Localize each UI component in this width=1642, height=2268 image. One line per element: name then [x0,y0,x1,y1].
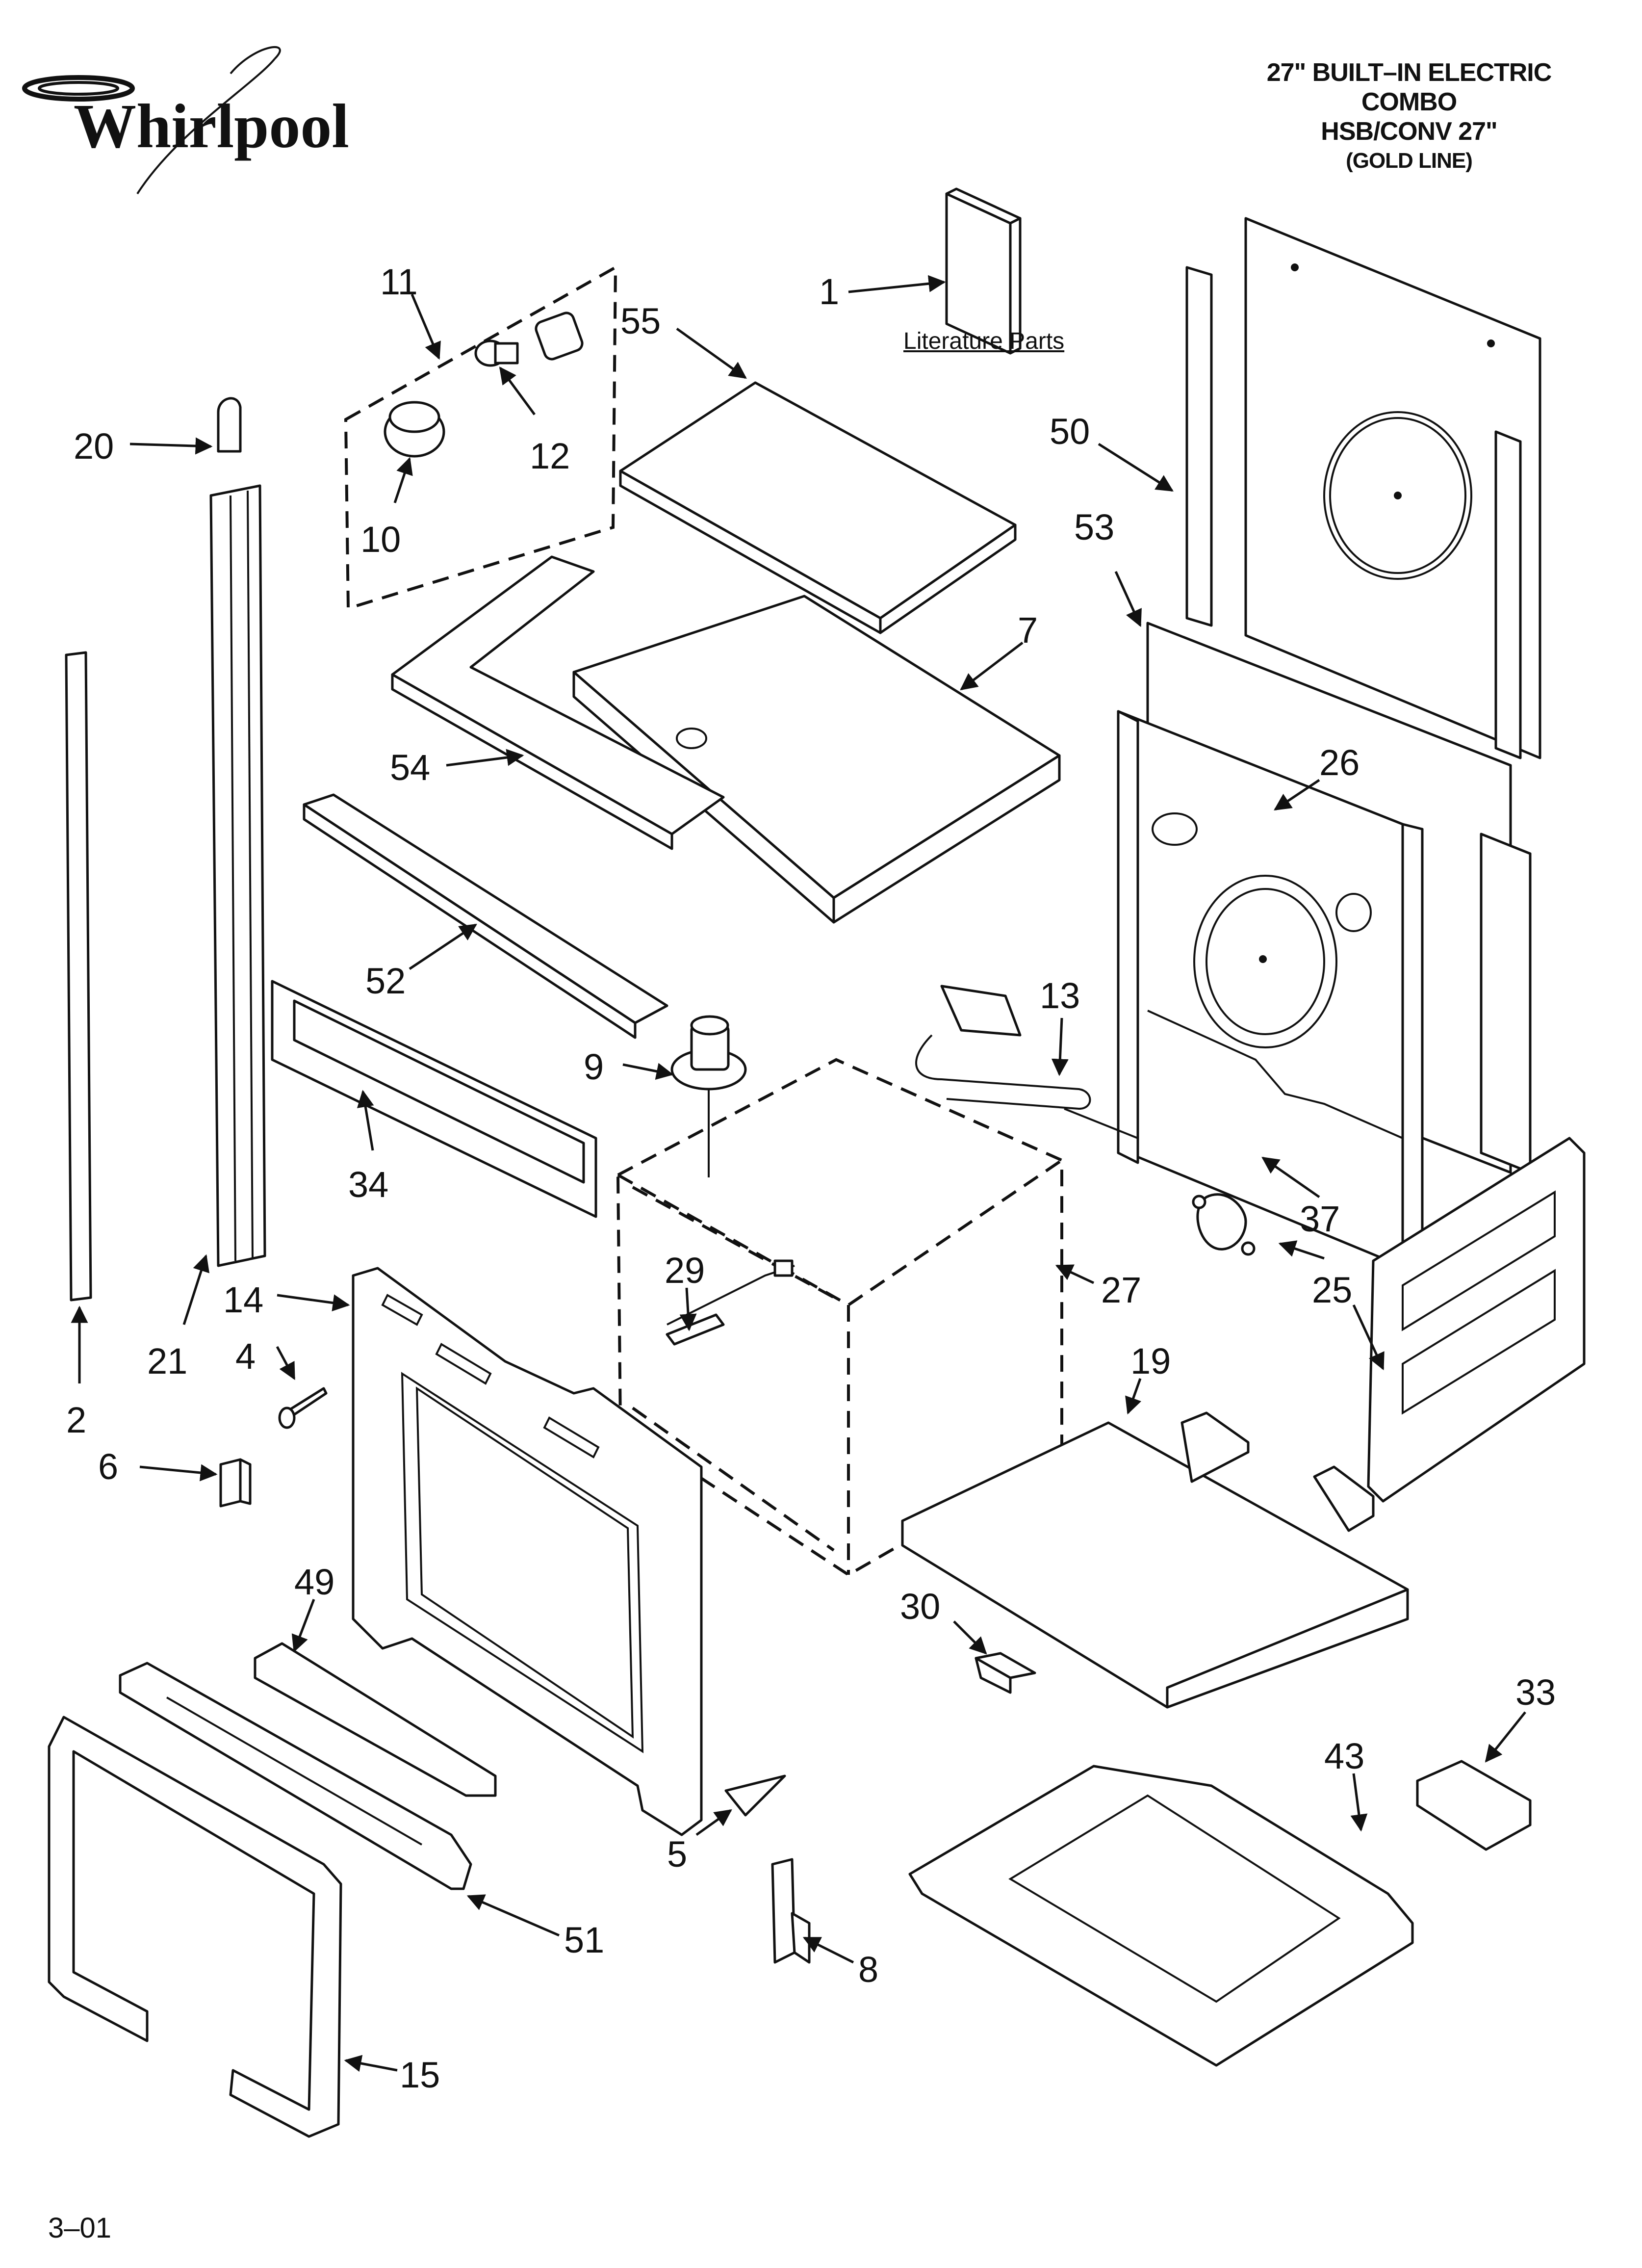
part-34-vent-grille [271,980,597,1218]
whirlpool-logo: Whirlpool [22,46,349,195]
part-52-vent-channel [303,793,668,1039]
callout-labels: 1 55 11 12 10 20 50 53 7 26 54 52 9 13 3… [66,261,1556,2095]
part-25-side-panel [1367,1137,1586,1503]
part-6-bracket [219,1458,252,1508]
callout-30: 30 [900,1586,940,1627]
header-line-4: (GOLD LINE) [1346,149,1473,173]
callout-10: 10 [360,519,401,560]
part-19-bottom-shield [901,1411,1409,1709]
part-54-front-insulation [391,555,725,850]
part-11-socket [535,312,584,361]
callout-27: 27 [1101,1270,1141,1310]
callout-12: 12 [530,436,570,476]
callout-1: 1 [819,271,839,312]
part-33-terminal-block [1416,1760,1532,1851]
header-line-1: 27" BUILT–IN ELECTRIC [1266,58,1552,87]
part-49-deflector [254,1642,497,1797]
part-14-front-frame [352,1267,703,1836]
callout-33: 33 [1515,1672,1556,1713]
callout-29: 29 [665,1250,705,1291]
part-4-screw [278,1387,328,1429]
part-15-door-gasket [48,1716,342,2138]
callout-13: 13 [1040,975,1080,1016]
part-9-thermostat [670,1015,747,1177]
brand-wordmark: Whirlpool [74,91,349,161]
callout-54: 54 [390,747,430,788]
part-2-vertical-trim [65,651,92,1302]
callout-11: 11 [380,261,418,302]
callout-15: 15 [400,2055,440,2095]
part-12-light-bulb [474,339,519,367]
callout-7: 7 [1018,610,1038,651]
callout-8: 8 [858,1949,878,1990]
part-13-thermal-fuse [915,985,1138,1139]
callout-6: 6 [98,1446,118,1487]
part-5-corner-bracket [724,1774,786,1817]
callout-51: 51 [564,1920,604,1960]
callout-19: 19 [1130,1341,1171,1382]
header-line-3: HSB/CONV 27" [1321,117,1497,146]
callout-20: 20 [74,426,114,467]
part-55-top-insulation [619,381,1017,634]
callout-49: 49 [294,1562,334,1602]
part-37-element-connector [1192,1193,1256,1256]
part-10-light-lens [384,401,445,458]
part-43-bottom-tray [908,1765,1414,2067]
callout-52: 52 [365,961,406,1001]
part-1-literature [945,187,1022,355]
literature-parts-label: Literature Parts [903,328,1065,354]
part-21-side-trim [209,484,266,1267]
diagram-header: 27" BUILT–IN ELECTRIC COMBO HSB/CONV 27"… [1223,58,1595,176]
leader-lines [71,275,1526,2072]
part-8-hinge-bracket [771,1858,811,1964]
part-26-convection-panel [1117,710,1532,1272]
part-20-trim-cap [217,397,242,453]
part-29-sensor [666,1313,725,1346]
part-11-light-group [344,264,617,611]
callout-26: 26 [1319,742,1360,783]
revision-footer: 3–01 [48,2212,112,2244]
part-30-clip [975,1652,1036,1694]
callout-21: 21 [147,1341,187,1382]
part-50-rear-panel [1185,217,1541,759]
header-line-2: COMBO [1361,88,1457,116]
callout-4: 4 [235,1336,256,1377]
callout-14: 14 [223,1279,263,1320]
callout-34: 34 [348,1164,388,1205]
callout-50: 50 [1050,411,1090,452]
callout-37: 37 [1300,1199,1340,1239]
callout-5: 5 [667,1834,687,1875]
callout-53: 53 [1074,507,1114,547]
callout-55: 55 [620,301,661,341]
callout-43: 43 [1324,1736,1364,1776]
callout-2: 2 [66,1400,86,1440]
part-51-vent-trim [119,1662,472,1890]
callout-25: 25 [1312,1270,1352,1310]
callout-9: 9 [584,1046,604,1087]
